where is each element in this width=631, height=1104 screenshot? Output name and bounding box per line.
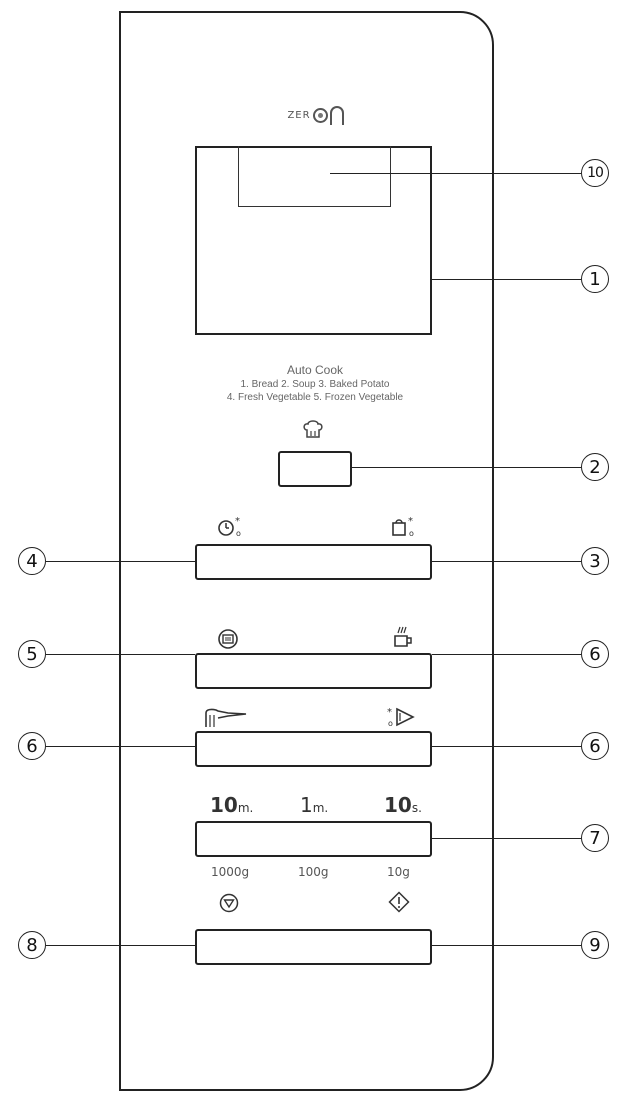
- zeron-logo: ZER: [0, 106, 631, 136]
- callout-10: 10: [581, 159, 609, 187]
- callout-6c: 6: [581, 732, 609, 760]
- defrost-button[interactable]: [195, 544, 432, 580]
- svg-text:o: o: [388, 719, 393, 728]
- callout-2: 2: [581, 453, 609, 481]
- leader-3: [432, 561, 581, 562]
- leader-6a: [432, 654, 581, 655]
- leader-1: [432, 279, 581, 280]
- callout-8: 8: [18, 931, 46, 959]
- callout-4: 4: [18, 547, 46, 575]
- callout-6b: 6: [18, 732, 46, 760]
- clock-snowflake-icon: * o: [218, 516, 241, 538]
- chef-hat-icon: [303, 420, 323, 438]
- weight-snowflake-icon: * o: [392, 516, 414, 538]
- auto-cook-legend: Auto Cook 1. Bread 2. Soup 3. Baked Pota…: [180, 362, 450, 404]
- label-100g: 100g: [298, 865, 329, 879]
- leader-7: [432, 838, 581, 839]
- start-diamond-icon: [388, 891, 410, 913]
- leader-5: [46, 654, 195, 655]
- grill-icon: [205, 708, 247, 727]
- svg-text:*: *: [387, 707, 392, 718]
- label-1-min: 1m.: [300, 793, 329, 817]
- stop-start-button[interactable]: [195, 929, 432, 965]
- svg-text:o: o: [409, 529, 414, 538]
- callout-1: 1: [581, 265, 609, 293]
- logo-prefix: ZER: [287, 110, 311, 121]
- auto-cook-line-1: 1. Bread 2. Soup 3. Baked Potato: [240, 379, 390, 390]
- callout-6a: 6: [581, 640, 609, 668]
- display-window: [195, 146, 432, 335]
- control-panel: [119, 11, 494, 1091]
- steaming-cup-icon: [394, 626, 412, 647]
- callout-5: 5: [18, 640, 46, 668]
- auto-cook-line-2: 4. Fresh Vegetable 5. Frozen Vegetable: [226, 392, 404, 403]
- leader-2: [352, 467, 581, 468]
- svg-text:o: o: [236, 529, 241, 538]
- auto-cook-button[interactable]: [278, 451, 352, 487]
- callout-7: 7: [581, 824, 609, 852]
- leader-6b: [46, 746, 195, 747]
- display-tick-right: [430, 238, 432, 248]
- leader-6c: [432, 746, 581, 747]
- microwave-reheat-button[interactable]: [195, 653, 432, 689]
- callout-9: 9: [581, 931, 609, 959]
- snowflake-triangle-icon: * o: [387, 707, 415, 728]
- callout-3: 3: [581, 547, 609, 575]
- leader-9: [432, 945, 581, 946]
- stop-triangle-icon: [219, 893, 239, 913]
- microwave-icon: [218, 629, 238, 649]
- time-weight-button[interactable]: [195, 821, 432, 857]
- leader-4: [46, 561, 195, 562]
- leader-8: [46, 945, 195, 946]
- grill-quick-defrost-button[interactable]: [195, 731, 432, 767]
- logo-n-icon: [329, 106, 344, 125]
- label-10-sec: 10s.: [384, 793, 422, 817]
- svg-text:*: *: [235, 516, 240, 527]
- display-indicator-area: [238, 146, 391, 207]
- label-10g: 10g: [387, 865, 410, 879]
- leader-10: [330, 173, 581, 174]
- svg-text:*: *: [408, 516, 413, 527]
- label-10-min: 10m.: [210, 793, 254, 817]
- auto-cook-title: Auto Cook: [286, 363, 344, 377]
- logo-o-icon: [312, 108, 328, 123]
- display-tick-left: [195, 238, 197, 248]
- label-1000g: 1000g: [211, 865, 250, 879]
